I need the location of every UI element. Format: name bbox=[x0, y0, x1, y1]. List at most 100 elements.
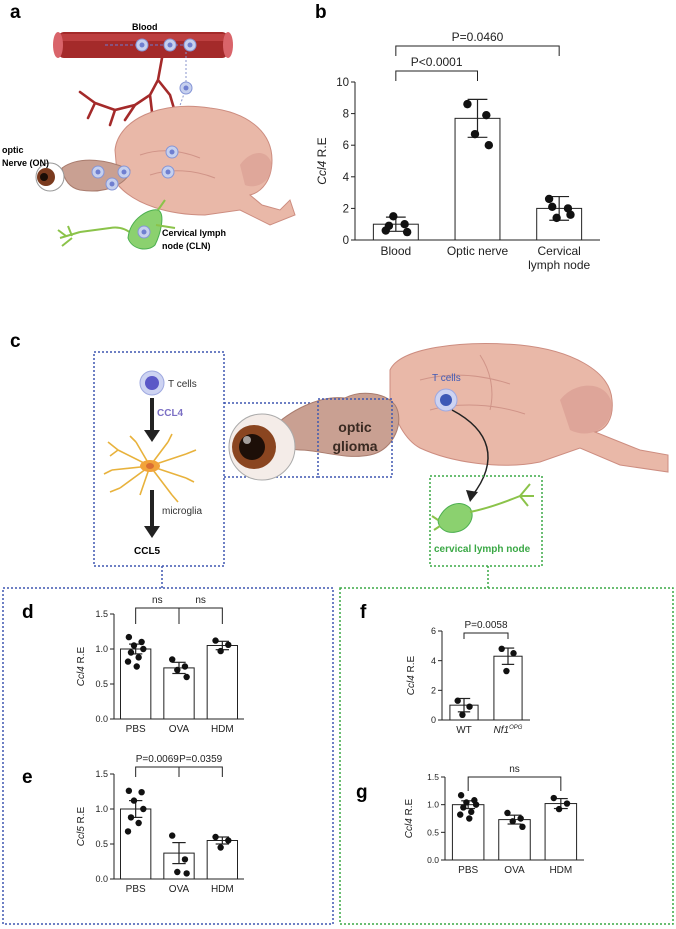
label-ccl5: CCL5 bbox=[134, 546, 161, 557]
y-axis-label-gene: Ccl4 bbox=[406, 675, 417, 695]
data-point bbox=[472, 801, 480, 808]
lymph-node-box bbox=[429, 475, 543, 567]
label-optic-glioma-2: glioma bbox=[332, 438, 377, 454]
green-frame-fg bbox=[339, 587, 674, 925]
lymph-node-icon bbox=[437, 503, 473, 533]
label-optic-glioma-1: optic bbox=[338, 419, 372, 435]
data-point bbox=[130, 797, 138, 804]
comparison-bracket bbox=[395, 45, 560, 56]
y-axis-label-unit: R.E bbox=[76, 646, 87, 666]
x-tick-label-italic: Nf1 bbox=[494, 725, 510, 736]
y-tick-label: 0.0 bbox=[95, 714, 108, 724]
x-tick-label: OVA bbox=[169, 884, 190, 895]
data-point bbox=[225, 837, 232, 844]
data-point bbox=[181, 856, 189, 863]
label-microglia: microglia bbox=[162, 506, 202, 517]
x-tick-label: Optic nerve bbox=[447, 244, 509, 258]
data-point bbox=[125, 633, 133, 641]
data-point bbox=[402, 227, 412, 237]
data-point bbox=[169, 832, 176, 839]
data-point bbox=[181, 663, 189, 670]
data-point bbox=[566, 210, 575, 219]
data-point bbox=[454, 697, 461, 704]
data-point bbox=[544, 194, 554, 204]
y-tick-label: 0 bbox=[431, 715, 436, 725]
y-tick-label: 0.0 bbox=[95, 874, 108, 884]
panel-letter-c: c bbox=[10, 331, 21, 352]
data-point bbox=[135, 819, 142, 827]
y-tick-label: 6 bbox=[343, 140, 349, 152]
data-point bbox=[555, 805, 563, 813]
label-t-cells-brain: T cells bbox=[432, 373, 461, 384]
x-tick-label: OVA bbox=[169, 724, 190, 735]
comparison-bracket bbox=[463, 632, 509, 639]
data-point bbox=[510, 650, 517, 657]
y-tick-label: 1.0 bbox=[95, 804, 108, 814]
data-point bbox=[217, 647, 224, 655]
y-tick-label: 1.5 bbox=[427, 772, 439, 782]
y-tick-label: 2 bbox=[431, 685, 436, 695]
bar bbox=[493, 655, 523, 721]
x-tick-label: HDM bbox=[211, 724, 234, 735]
x-tick-label: PBS bbox=[126, 884, 146, 895]
x-tick-label: Nf1OPG bbox=[494, 725, 523, 736]
label-cervical-lymph-node: cervical lymph node bbox=[434, 544, 531, 555]
comparison-label: P<0.0001 bbox=[411, 55, 463, 69]
comparison-bracket bbox=[135, 766, 180, 777]
y-axis-label-unit: R.E bbox=[406, 655, 417, 675]
y-tick-label: 2 bbox=[343, 203, 349, 215]
panel-a-diagram: a Blood bbox=[2, 2, 296, 251]
data-point bbox=[519, 823, 526, 830]
data-point bbox=[466, 703, 473, 710]
y-tick-label: 0.0 bbox=[427, 855, 439, 865]
data-point bbox=[124, 658, 132, 665]
data-point bbox=[169, 656, 176, 663]
y-axis-label-gene: Ccl4 bbox=[315, 160, 329, 184]
y-tick-label: 8 bbox=[343, 109, 349, 121]
y-tick-label: 4 bbox=[431, 656, 436, 666]
data-point bbox=[400, 220, 409, 229]
x-tick-label: WT bbox=[456, 725, 472, 736]
data-point bbox=[460, 804, 467, 811]
data-point bbox=[124, 828, 132, 835]
panel-c-diagram: c T cells CCL4 microglia CCL5 optic glio… bbox=[10, 331, 669, 588]
data-point bbox=[457, 811, 464, 818]
x-tick-label: PBS bbox=[126, 724, 146, 735]
data-point bbox=[127, 814, 135, 821]
data-point bbox=[498, 645, 505, 652]
data-point bbox=[174, 666, 181, 674]
y-tick-label: 0.5 bbox=[95, 839, 108, 849]
x-tick-label: OVA bbox=[504, 865, 525, 876]
y-tick-label: 1.0 bbox=[95, 644, 108, 654]
x-tick-label: Blood bbox=[380, 244, 411, 258]
data-point bbox=[509, 818, 516, 825]
x-tick-label: PBS bbox=[458, 865, 478, 876]
data-point bbox=[389, 212, 398, 221]
data-point bbox=[138, 638, 145, 646]
data-point bbox=[563, 204, 573, 213]
microglia-icon bbox=[103, 433, 197, 503]
data-point bbox=[140, 645, 147, 653]
y-axis-label: Ccl5 R.E bbox=[76, 806, 87, 846]
y-axis-label-gene: Ccl4 bbox=[404, 818, 415, 838]
bar bbox=[120, 808, 152, 880]
data-point bbox=[459, 711, 466, 719]
panel-letter-d: d bbox=[22, 602, 34, 623]
panel-letter-g: g bbox=[356, 782, 368, 803]
panel-letter-b: b bbox=[315, 2, 327, 23]
comparison-bracket bbox=[178, 607, 223, 624]
cerebellum bbox=[240, 152, 272, 187]
y-tick-label: 1.0 bbox=[427, 800, 439, 810]
y-axis-label-unit: R.E bbox=[404, 798, 415, 818]
bar bbox=[451, 804, 485, 861]
y-tick-label: 1.5 bbox=[95, 609, 108, 619]
label-optic: optic bbox=[2, 145, 24, 155]
x-tick-label: lymph node bbox=[528, 258, 590, 272]
comparison-bracket bbox=[135, 607, 180, 624]
comparison-label: ns bbox=[195, 595, 206, 606]
